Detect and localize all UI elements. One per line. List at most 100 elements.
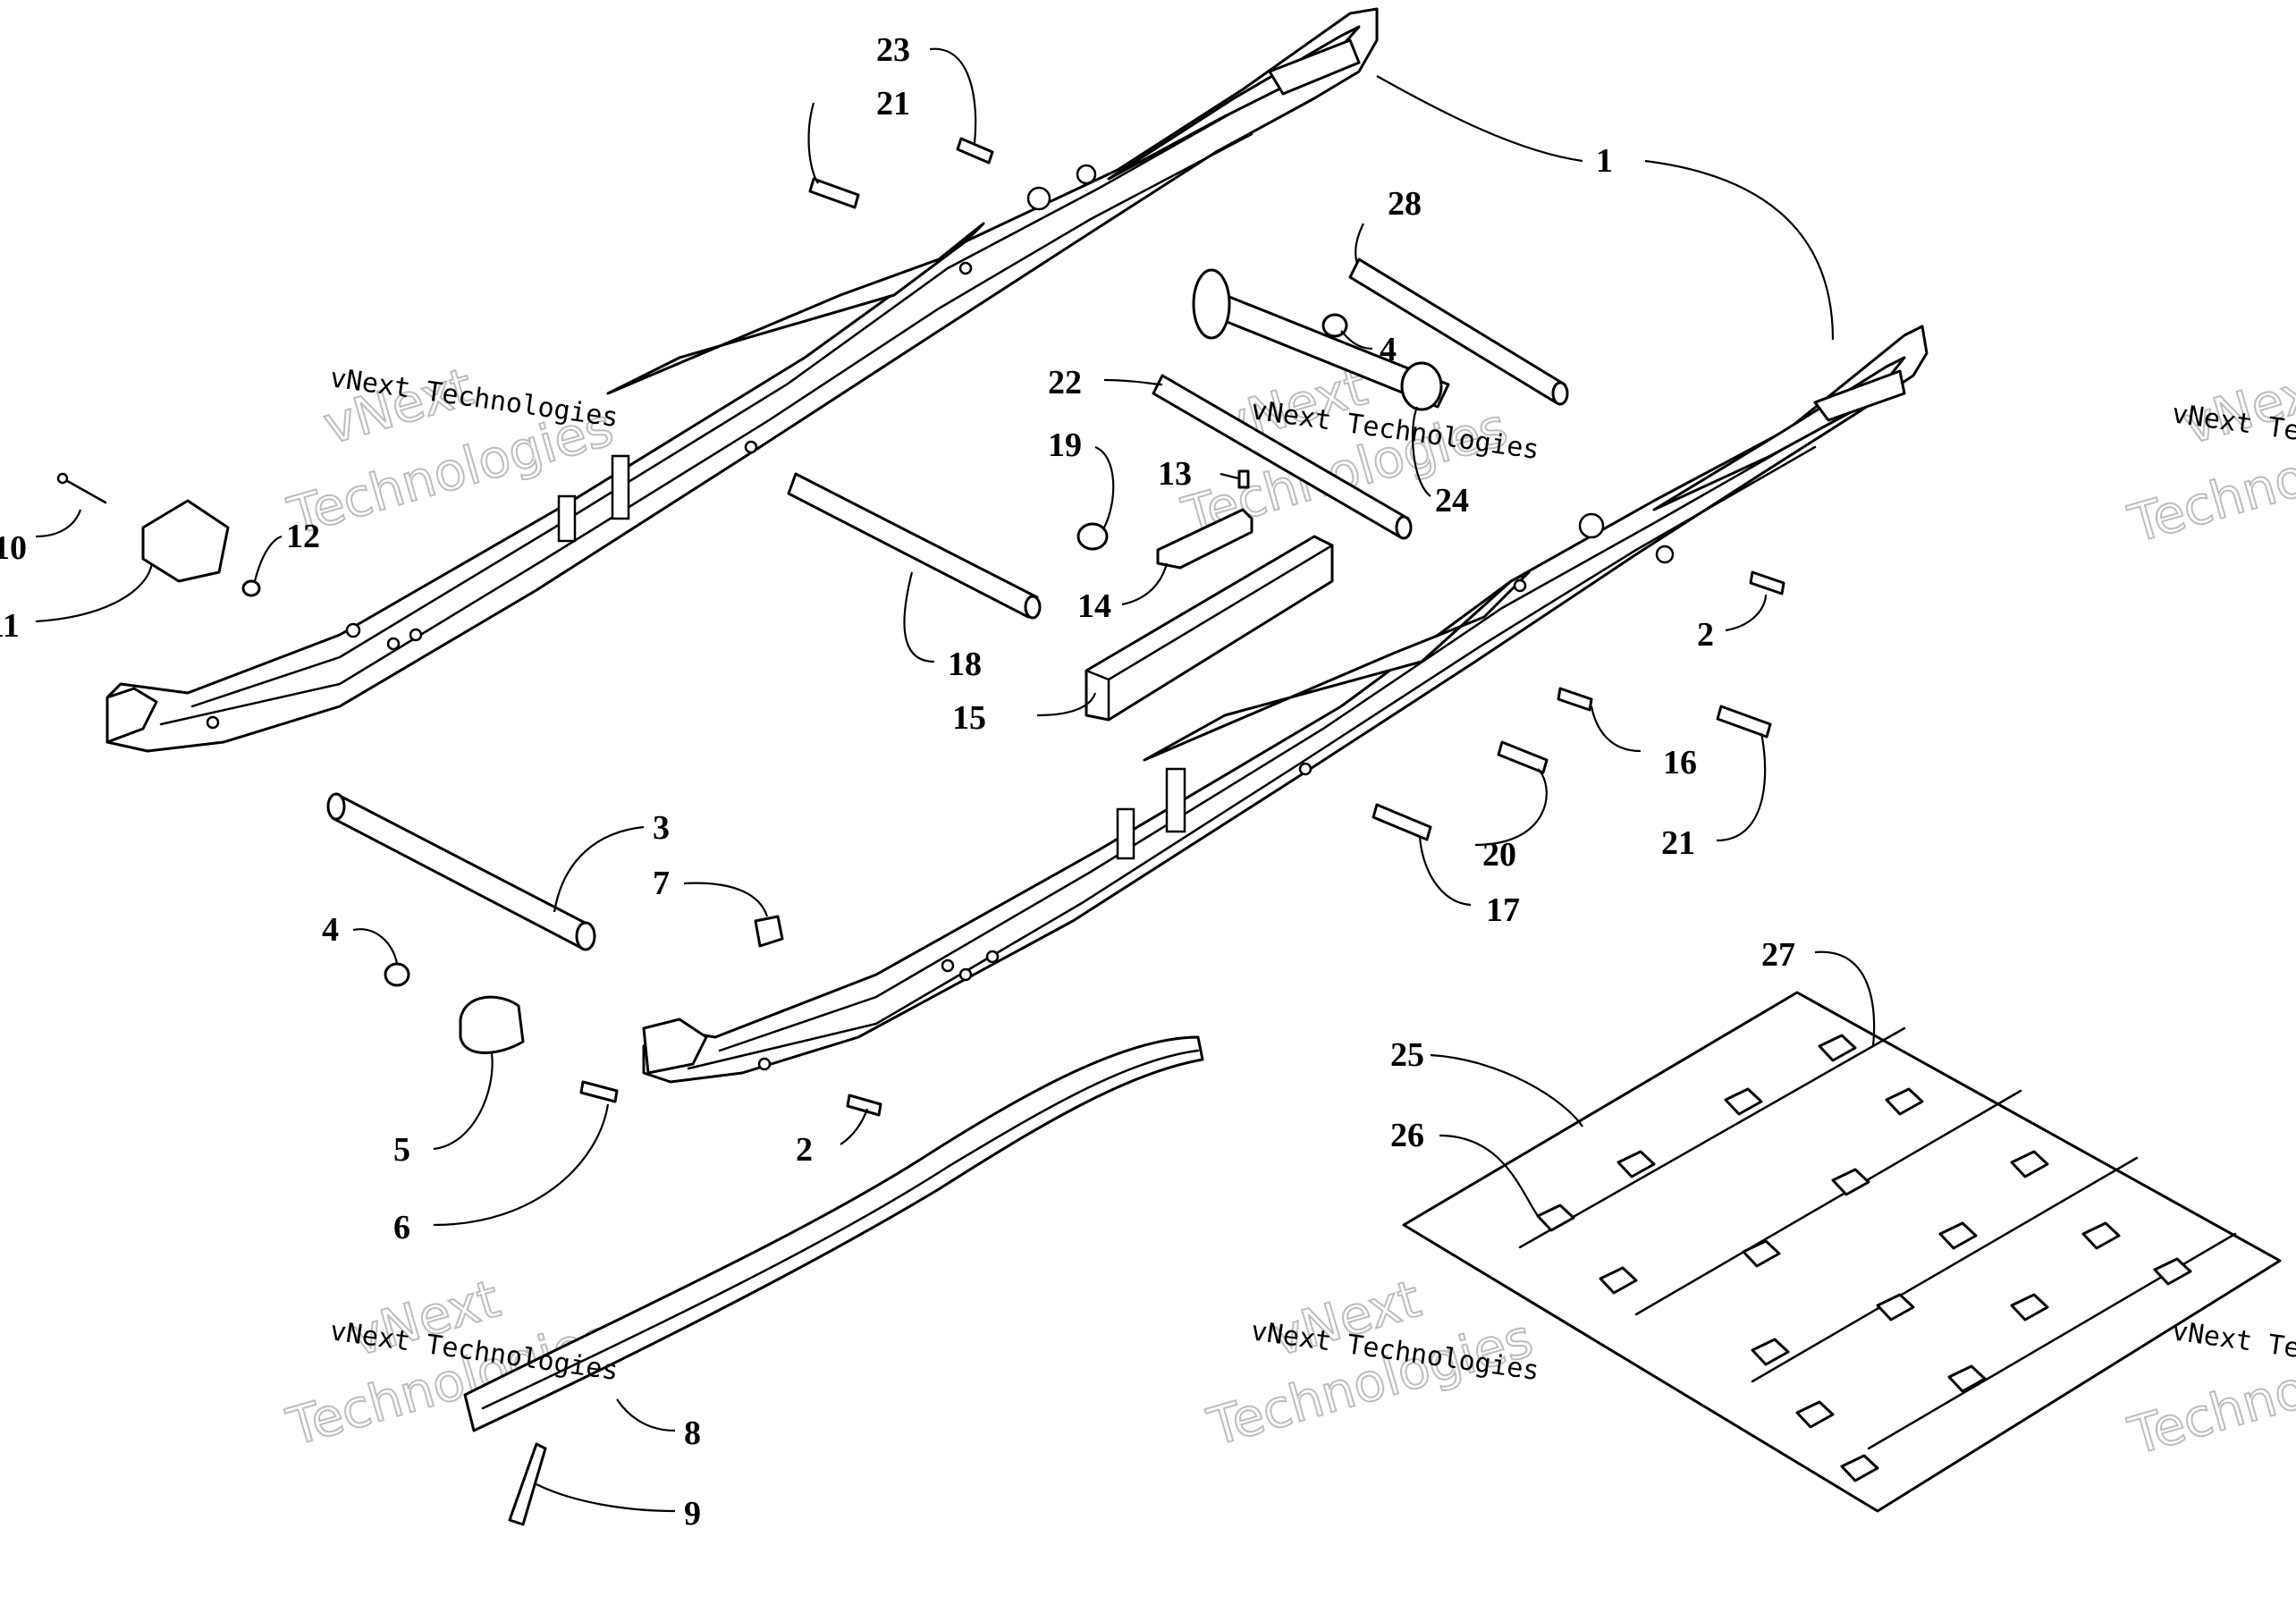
part-2-bolt bbox=[846, 1094, 882, 1117]
callout-1: 1 bbox=[1596, 142, 1613, 180]
callout-2: 2 bbox=[796, 1131, 813, 1169]
part-4-nut bbox=[384, 962, 410, 987]
leader-3 bbox=[553, 825, 645, 913]
leader-1 bbox=[1376, 75, 1583, 163]
part-27-stud bbox=[1724, 1087, 1763, 1116]
callout-20: 20 bbox=[1482, 836, 1516, 874]
shaft-end bbox=[1395, 515, 1413, 540]
leader-4 bbox=[352, 928, 399, 965]
leader-26 bbox=[1439, 1134, 1539, 1217]
leader-25 bbox=[1430, 1053, 1583, 1127]
part-27-stud bbox=[2010, 1293, 2049, 1322]
part-17-bolt bbox=[1372, 803, 1432, 841]
rail-hole bbox=[1298, 762, 1313, 776]
callout-13: 13 bbox=[1158, 455, 1192, 493]
axle-end bbox=[326, 792, 346, 821]
leader-5 bbox=[433, 1052, 494, 1151]
leader-2 bbox=[1725, 594, 1768, 632]
part-9-screw bbox=[508, 1442, 547, 1526]
part-18-shaft bbox=[787, 472, 1039, 619]
part-15-bracket bbox=[1085, 535, 1334, 722]
callout-23: 23 bbox=[876, 31, 910, 69]
left-rail bbox=[106, 7, 1379, 753]
callout-8: 8 bbox=[684, 1415, 701, 1452]
part-23-bolt bbox=[956, 137, 994, 165]
part-27-stud bbox=[1599, 1266, 1638, 1295]
rail-window bbox=[1165, 767, 1186, 833]
callout-6: 6 bbox=[393, 1209, 410, 1246]
leader-15 bbox=[1036, 692, 1097, 717]
rail-hole bbox=[941, 959, 955, 973]
callout-14: 14 bbox=[1077, 587, 1111, 625]
callout-18: 18 bbox=[948, 646, 982, 683]
rail-hole bbox=[1655, 545, 1675, 564]
part-16-bolt bbox=[1557, 687, 1593, 712]
rail-hole bbox=[1026, 186, 1051, 211]
part-26-stud bbox=[1536, 1203, 1575, 1232]
right-rail bbox=[642, 325, 1929, 1084]
rail-window bbox=[1116, 807, 1135, 860]
leader-9 bbox=[536, 1483, 676, 1513]
leader-13 bbox=[1220, 472, 1239, 480]
part-14-small-bracket bbox=[1156, 508, 1254, 570]
callout-21: 21 bbox=[1661, 824, 1695, 862]
rail-hole bbox=[958, 967, 973, 982]
callout-22: 22 bbox=[1048, 364, 1082, 401]
part-27-stud bbox=[1947, 1364, 1987, 1393]
leader-11 bbox=[35, 562, 154, 623]
part-11-block bbox=[141, 499, 230, 583]
callout-19: 19 bbox=[1048, 426, 1082, 464]
rail-hole bbox=[1076, 164, 1097, 185]
part-3-rear-axle bbox=[331, 794, 592, 950]
rail-window bbox=[557, 494, 577, 543]
callout-2: 2 bbox=[1697, 616, 1714, 654]
leader-20 bbox=[1474, 768, 1548, 847]
leader-2 bbox=[840, 1108, 869, 1145]
callout-9: 9 bbox=[684, 1495, 701, 1533]
part-13-bolt bbox=[1237, 469, 1250, 489]
parts bbox=[56, 137, 2282, 1526]
shaft-end bbox=[1024, 595, 1042, 620]
callout-27: 27 bbox=[1761, 936, 1795, 974]
rail-hole bbox=[409, 628, 423, 642]
part-27-stud bbox=[1885, 1087, 1924, 1116]
callout-7: 7 bbox=[653, 865, 670, 902]
callout-24: 24 bbox=[1435, 482, 1469, 519]
leader-28 bbox=[1355, 223, 1364, 265]
leader-19 bbox=[1094, 445, 1115, 528]
leader-8 bbox=[616, 1398, 676, 1432]
rail-hole bbox=[744, 440, 758, 454]
part-27-stud bbox=[1751, 1338, 1790, 1366]
leader-12 bbox=[253, 535, 283, 582]
part-4-nut bbox=[1321, 313, 1348, 338]
leader-1 bbox=[1644, 159, 1835, 341]
leader-14 bbox=[1121, 562, 1169, 606]
part-27-stud bbox=[2153, 1257, 2192, 1286]
part-27-stud bbox=[1938, 1221, 1978, 1250]
rail-hole bbox=[757, 1057, 772, 1071]
callout-21: 21 bbox=[876, 85, 910, 122]
callout-12: 12 bbox=[286, 518, 320, 555]
part-7-nut bbox=[754, 915, 784, 948]
leader-21 bbox=[807, 102, 819, 184]
part-19-nut bbox=[1076, 522, 1109, 551]
part-6-bolt bbox=[579, 1080, 619, 1103]
leader-17 bbox=[1418, 835, 1472, 907]
leader-6 bbox=[433, 1103, 610, 1227]
part-20-bolt bbox=[1497, 740, 1549, 774]
callout-26: 26 bbox=[1390, 1117, 1424, 1154]
part-27-stud bbox=[1818, 1034, 1857, 1062]
leader-4 bbox=[1340, 330, 1373, 350]
callout-28: 28 bbox=[1388, 185, 1422, 223]
leader-16 bbox=[1590, 705, 1642, 753]
part-21-bolt bbox=[808, 177, 860, 209]
part-27-stud bbox=[2010, 1150, 2049, 1178]
callout-10: 10 bbox=[0, 529, 27, 567]
pin-head bbox=[56, 472, 69, 485]
rail-hole bbox=[958, 261, 973, 275]
part-25-track-belt bbox=[1402, 991, 2282, 1513]
part-27-stud bbox=[2081, 1221, 2121, 1250]
rail-window bbox=[611, 454, 630, 520]
leader-22 bbox=[1103, 378, 1163, 386]
